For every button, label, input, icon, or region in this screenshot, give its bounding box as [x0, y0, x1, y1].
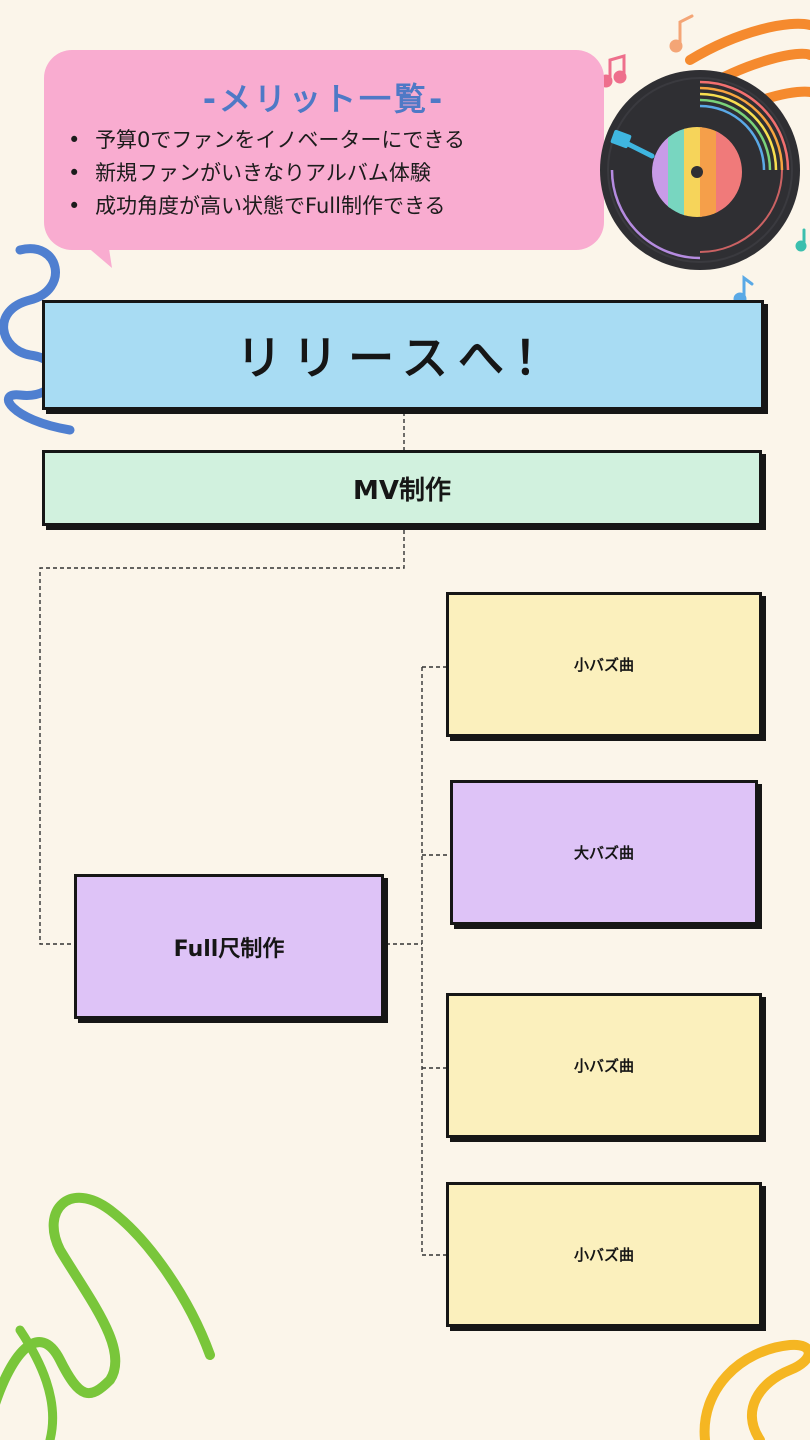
- vinyl-record-icon: [600, 70, 800, 270]
- green-scribble-icon: [0, 1192, 215, 1405]
- merit-item: 予算0でファンをイノベーターにできる: [68, 124, 465, 157]
- blue-scribble-icon: [0, 244, 75, 435]
- release-node: リリースへ！: [42, 300, 764, 410]
- merits-panel: -メリット一覧- 予算0でファンをイノベーターにできる 新規ファンがいきなりアル…: [44, 50, 604, 250]
- music-note-icon: [669, 14, 694, 53]
- big-buzz-song-node: 大バズ曲: [450, 780, 758, 925]
- merit-item: 成功角度が高い状態でFull制作できる: [68, 190, 465, 223]
- small-buzz-song-node: 小バズ曲: [446, 993, 762, 1138]
- merit-item: 新規ファンがいきなりアルバム体験: [68, 157, 465, 190]
- music-note-icon: [599, 54, 627, 88]
- yellow-scribble-icon: [699, 1339, 810, 1440]
- merits-title: -メリット一覧-: [202, 80, 446, 118]
- small-buzz-song-node: 小バズ曲: [446, 1182, 762, 1327]
- mv-production-node: MV制作: [42, 450, 762, 526]
- merits-list: 予算0でファンをイノベーターにできる 新規ファンがいきなりアルバム体験 成功角度…: [68, 124, 465, 223]
- music-note-icon: [795, 228, 807, 252]
- full-production-node: Full尺制作: [74, 874, 384, 1019]
- small-buzz-song-node: 小バズ曲: [446, 592, 762, 737]
- connector-lines: [39, 412, 450, 1256]
